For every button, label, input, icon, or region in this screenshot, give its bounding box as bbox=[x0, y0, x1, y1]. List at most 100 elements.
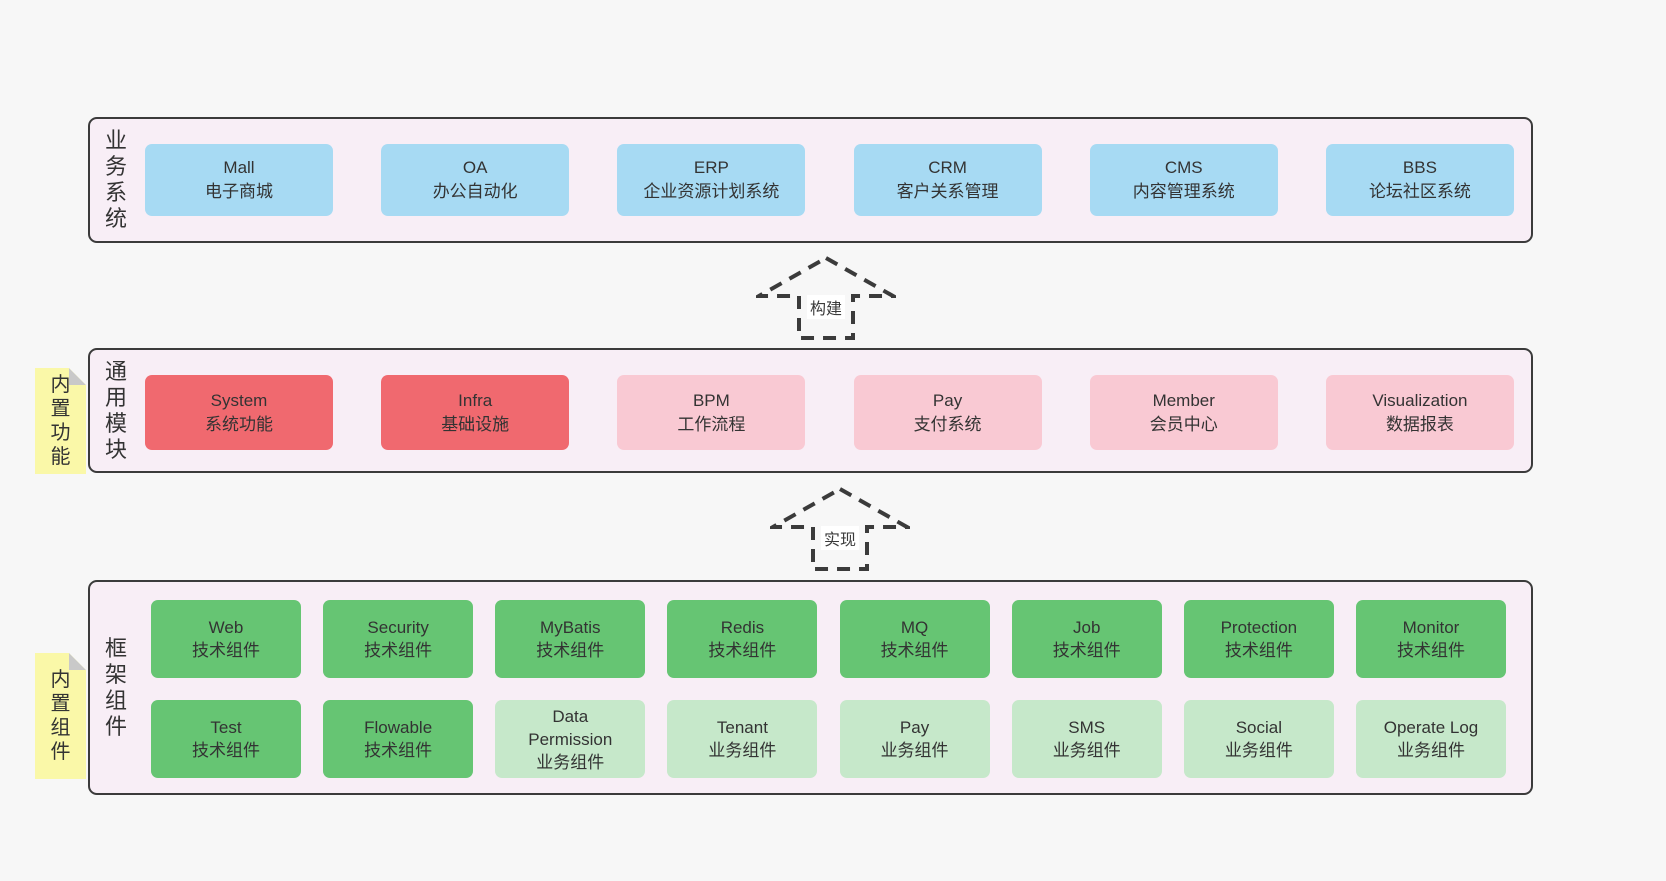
box-subtitle: 企业资源计划系统 bbox=[643, 182, 780, 201]
box-subtitle: 技术组件 bbox=[880, 641, 949, 660]
box-subtitle: 技术组件 bbox=[364, 641, 433, 660]
box-subtitle: 电子商城 bbox=[205, 182, 273, 201]
build-arrow-label: 构建 bbox=[806, 295, 846, 319]
box-system: System 系统功能 bbox=[145, 375, 333, 450]
box-title: Visualization bbox=[1372, 390, 1468, 410]
box-title: CMS bbox=[1164, 158, 1203, 177]
business-systems-row: Mall 电子商城 OA 办公自动化 ERP 企业资源计划系统 CRM 客户关系… bbox=[145, 144, 1514, 216]
build-arrow: 构建 bbox=[756, 255, 896, 341]
common-modules-row: System 系统功能 Infra 基础设施 BPM 工作流程 Pay 支付系统… bbox=[145, 375, 1514, 450]
box-title: Job bbox=[1072, 618, 1101, 637]
box-subtitle: 会员中心 bbox=[1149, 414, 1218, 434]
box-subtitle: 业务组件 bbox=[1052, 741, 1121, 760]
box-social: Social 业务组件 bbox=[1183, 700, 1334, 778]
box-subtitle: 业务组件 bbox=[1396, 741, 1465, 760]
box-title: Protection bbox=[1220, 618, 1298, 637]
box-test: Test 技术组件 bbox=[151, 700, 301, 778]
box-title: Tenant bbox=[716, 718, 768, 737]
box-tenant: Tenant 业务组件 bbox=[667, 700, 818, 778]
box-title: Web bbox=[208, 618, 244, 637]
business-systems-label: 业务系统 bbox=[104, 128, 127, 231]
box-subtitle: 业务组件 bbox=[1224, 741, 1293, 760]
box-title: Member bbox=[1152, 390, 1215, 410]
common-modules-layer: 通用模块 System 系统功能 Infra 基础设施 BPM 工作流程 Pay… bbox=[88, 348, 1533, 473]
note-text: 内置功能 bbox=[50, 374, 71, 468]
box-pay-component: Pay 业务组件 bbox=[839, 700, 990, 778]
box-protection: Protection 技术组件 bbox=[1183, 600, 1334, 678]
box-title: Test bbox=[210, 718, 242, 737]
box-title: Monitor bbox=[1402, 618, 1460, 637]
box-subtitle: 技术组件 bbox=[708, 641, 777, 660]
box-title: Redis bbox=[720, 618, 765, 637]
box-bbs: BBS 论坛社区系统 bbox=[1325, 144, 1514, 216]
box-subtitle: 工作流程 bbox=[677, 414, 746, 434]
box-subtitle: 系统功能 bbox=[205, 414, 273, 434]
box-title: BBS bbox=[1402, 158, 1437, 177]
box-title: Data Permission bbox=[528, 706, 613, 749]
box-title: MyBatis bbox=[540, 618, 601, 637]
box-title: Mall bbox=[223, 158, 255, 177]
box-title: Security bbox=[367, 618, 429, 637]
common-modules-label: 通用模块 bbox=[104, 358, 127, 462]
box-cms: CMS 内容管理系统 bbox=[1089, 144, 1278, 216]
implement-arrow: 实现 bbox=[770, 486, 910, 572]
box-title: BPM bbox=[692, 390, 730, 410]
box-title: Flowable bbox=[364, 718, 433, 737]
biz-components-row: Test 技术组件 Flowable 技术组件 Data Permission … bbox=[151, 700, 1506, 778]
box-title: Pay bbox=[899, 718, 930, 737]
folded-corner-icon bbox=[69, 653, 86, 670]
box-title: MQ bbox=[900, 618, 929, 637]
tech-components-row: Web 技术组件 Security 技术组件 MyBatis 技术组件 Redi… bbox=[151, 600, 1506, 678]
box-sms: SMS 业务组件 bbox=[1011, 700, 1162, 778]
box-web: Web 技术组件 bbox=[151, 600, 301, 678]
box-subtitle: 内容管理系统 bbox=[1132, 182, 1235, 201]
box-subtitle: 基础设施 bbox=[441, 414, 510, 434]
box-subtitle: 技术组件 bbox=[536, 641, 605, 660]
box-subtitle: 业务组件 bbox=[536, 752, 605, 772]
box-title: SMS bbox=[1068, 718, 1106, 737]
box-subtitle: 技术组件 bbox=[1396, 641, 1465, 660]
business-systems-layer: 业务系统 Mall 电子商城 OA 办公自动化 ERP 企业资源计划系统 CRM… bbox=[88, 117, 1533, 243]
box-security: Security 技术组件 bbox=[323, 600, 474, 678]
implement-arrow-label: 实现 bbox=[820, 526, 860, 550]
folded-corner-icon bbox=[69, 368, 86, 385]
box-subtitle: 客户关系管理 bbox=[896, 182, 999, 201]
box-mall: Mall 电子商城 bbox=[145, 144, 333, 216]
box-title: OA bbox=[462, 158, 488, 177]
box-oa: OA 办公自动化 bbox=[381, 144, 570, 216]
box-infra: Infra 基础设施 bbox=[381, 375, 570, 450]
box-flowable: Flowable 技术组件 bbox=[323, 700, 474, 778]
box-subtitle: 技术组件 bbox=[192, 741, 260, 760]
box-title: CRM bbox=[928, 158, 967, 177]
box-subtitle: 技术组件 bbox=[192, 641, 260, 660]
box-title: Operate Log bbox=[1383, 718, 1479, 737]
box-bpm: BPM 工作流程 bbox=[617, 375, 806, 450]
box-title: Infra bbox=[458, 390, 493, 410]
box-mq: MQ 技术组件 bbox=[839, 600, 990, 678]
built-in-functions-note: 内置功能 bbox=[35, 368, 86, 474]
box-operate-log: Operate Log 业务组件 bbox=[1355, 700, 1506, 778]
box-subtitle: 技术组件 bbox=[1224, 641, 1293, 660]
box-pay-module: Pay 支付系统 bbox=[853, 375, 1042, 450]
built-in-components-note: 内置组件 bbox=[35, 653, 86, 779]
framework-components-label: 框架组件 bbox=[104, 635, 127, 739]
framework-components-layer: 框架组件 Web 技术组件 Security 技术组件 MyBatis 技术组件… bbox=[88, 580, 1533, 795]
box-title: System bbox=[210, 390, 268, 410]
box-crm: CRM 客户关系管理 bbox=[853, 144, 1042, 216]
box-monitor: Monitor 技术组件 bbox=[1355, 600, 1506, 678]
box-subtitle: 数据报表 bbox=[1385, 414, 1454, 434]
note-text: 内置组件 bbox=[50, 669, 71, 763]
box-member: Member 会员中心 bbox=[1089, 375, 1278, 450]
box-mybatis: MyBatis 技术组件 bbox=[495, 600, 646, 678]
box-subtitle: 支付系统 bbox=[913, 414, 982, 434]
box-title: ERP bbox=[693, 158, 729, 177]
box-title: Pay bbox=[932, 390, 963, 410]
box-subtitle: 业务组件 bbox=[708, 741, 777, 760]
box-job: Job 技术组件 bbox=[1011, 600, 1162, 678]
box-subtitle: 论坛社区系统 bbox=[1368, 182, 1471, 201]
box-redis: Redis 技术组件 bbox=[667, 600, 818, 678]
box-subtitle: 业务组件 bbox=[880, 741, 949, 760]
box-visualization: Visualization 数据报表 bbox=[1325, 375, 1514, 450]
box-subtitle: 办公自动化 bbox=[432, 182, 518, 201]
box-subtitle: 技术组件 bbox=[1052, 641, 1121, 660]
